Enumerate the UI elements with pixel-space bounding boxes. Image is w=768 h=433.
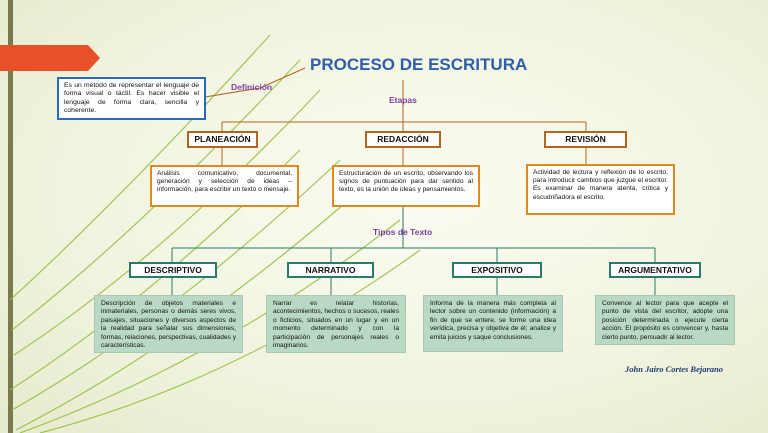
stage-planeacion-desc: Análisis comunicativo, documental, gener… (150, 165, 299, 207)
left-bar (8, 0, 13, 433)
type-narrativo-desc: Narrar es relatar historias, acontecimie… (266, 295, 406, 353)
type-argumentativo: ARGUMENTATIVO (609, 262, 701, 278)
definition-connector (204, 67, 306, 98)
stage-redaccion-desc: Estructuración de un escrito, observando… (332, 165, 480, 207)
stage-revision: REVISIÓN (544, 131, 627, 148)
stages-label: Etapas (389, 95, 417, 105)
types-label: Tipos de Texto (373, 227, 433, 237)
type-narrativo: NARRATIVO (287, 262, 374, 278)
author-signature: John Jairo Cortes Bejarano (625, 364, 724, 374)
stage-redaccion: REDACCIÓN (365, 131, 441, 148)
definition-label: Definición (231, 82, 273, 92)
definition-box: Es un método de representar el lenguaje … (57, 77, 206, 120)
type-expositivo-desc: Informa de la manera más completa al lec… (423, 295, 563, 352)
type-expositivo: EXPOSITIVO (452, 262, 542, 278)
page-title: PROCESO DE ESCRITURA (310, 55, 528, 74)
accent-ribbon (0, 45, 100, 71)
stage-planeacion: PLANEACIÓN (187, 131, 258, 148)
type-descriptivo-desc: Descripción de objetos materiales e inma… (94, 295, 243, 353)
type-argumentativo-desc: Convence al lector para que acepte el pu… (595, 295, 735, 345)
type-descriptivo: DESCRIPTIVO (129, 262, 217, 278)
stage-revision-desc: Actividad de lectura y reflexión de lo e… (526, 164, 675, 215)
